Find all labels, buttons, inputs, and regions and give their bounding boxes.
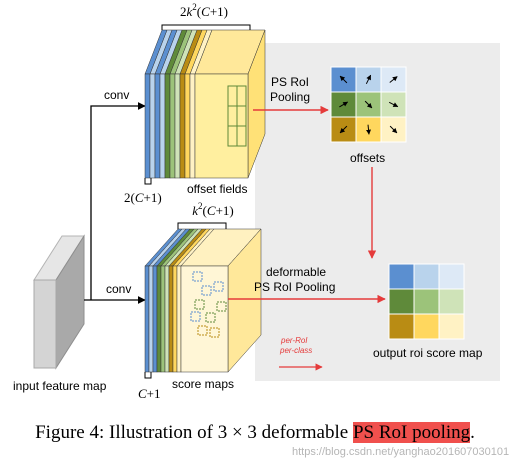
offset-fields-stack xyxy=(144,29,266,179)
offset-bottom-bracket xyxy=(144,178,152,185)
output-cell-2-1 xyxy=(413,313,440,340)
score-block-front xyxy=(180,265,229,373)
score-slab-3 xyxy=(156,265,162,373)
ps-roi-pooling-label-line1: PS RoI xyxy=(271,75,309,89)
offset-slab-9 xyxy=(189,73,196,179)
score-slab-4 xyxy=(160,265,166,373)
input-feature-map-block xyxy=(33,234,85,370)
offset-arrow-1-1 xyxy=(364,100,373,109)
score-maps-label: score maps xyxy=(172,377,234,391)
score-maps-stack xyxy=(144,228,262,373)
score-slab-2 xyxy=(152,265,158,373)
score-slab-1 xyxy=(148,265,154,373)
score-slab-7 xyxy=(172,265,178,373)
score-maps-bottom-dimension: C+1 xyxy=(138,386,161,401)
output-cell-1-0 xyxy=(388,288,415,315)
deformable-label-line2: PS RoI Pooling xyxy=(254,280,335,294)
legend-per-class: per-class xyxy=(279,346,312,355)
offset-slab-7 xyxy=(179,73,186,179)
offset-roi-mesh xyxy=(227,85,247,147)
offset-slab-8 xyxy=(184,73,191,179)
score-slab-6 xyxy=(168,265,174,373)
offset-arrow-1-0 xyxy=(339,101,349,108)
offset-slab-1 xyxy=(149,73,156,179)
offset-arrow-0-2 xyxy=(389,76,398,83)
caption-highlight: PS RoI pooling xyxy=(352,422,471,443)
offsets-label: offsets xyxy=(350,151,385,165)
output-cell-1-2 xyxy=(438,288,465,315)
offset-arrow-2-0 xyxy=(339,125,348,134)
output-cell-2-2 xyxy=(438,313,465,340)
conv-top-label: conv xyxy=(104,88,129,102)
figure-caption: Figure 4: Illustration of 3 × 3 deformab… xyxy=(0,422,510,444)
offset-arrow-0-0 xyxy=(339,75,348,84)
conv-arrow-top xyxy=(90,102,146,300)
output-cell-0-1 xyxy=(413,263,440,290)
score-slab-5 xyxy=(164,265,170,373)
score-sampling-cells xyxy=(190,271,227,338)
offset-top-bracket xyxy=(161,24,251,30)
offset-slab-5 xyxy=(169,73,176,179)
offsets-grid xyxy=(330,66,407,143)
score-slab-8 xyxy=(176,265,182,373)
caption-prefix: Figure 4: Illustration of 3 × 3 deformab… xyxy=(35,422,353,443)
offset-arrow-0-1 xyxy=(365,74,372,85)
offset-arrow-2-1 xyxy=(366,124,372,135)
conv-bottom-label: conv xyxy=(106,282,131,296)
watermark: https://blog.csdn.net/yanghao20160703010… xyxy=(292,446,510,458)
output-cell-2-0 xyxy=(388,313,415,340)
output-cell-1-1 xyxy=(413,288,440,315)
offset-slab-3 xyxy=(159,73,166,179)
score-slab-0 xyxy=(144,265,150,373)
offset-fields-bottom-dimension: 2(C+1) xyxy=(124,190,162,205)
offset-slab-6 xyxy=(174,73,181,179)
offset-fields-label: offset fields xyxy=(187,182,247,196)
output-roi-score-map-grid xyxy=(388,263,465,340)
offset-arrow-1-2 xyxy=(388,101,399,108)
output-cell-0-0 xyxy=(388,263,415,290)
offset-slab-0 xyxy=(144,73,151,179)
caption-suffix: . xyxy=(470,422,475,443)
ps-roi-pooling-label-line2: Pooling xyxy=(270,90,310,104)
score-bottom-bracket xyxy=(144,372,152,379)
legend-per-roi: per-RoI xyxy=(280,336,308,345)
offset-arrow-2-2 xyxy=(389,125,398,134)
offset-slab-2 xyxy=(154,73,161,179)
output-roi-score-map-label: output roi score map xyxy=(373,346,483,360)
deformable-ps-roi-pooling-diagram: input feature map conv conv 2k2(C+1) 2(C… xyxy=(13,2,500,401)
score-maps-top-dimension: k2(C+1) xyxy=(192,201,233,218)
deformable-label-line1: deformable xyxy=(266,265,326,279)
input-feature-map-label: input feature map xyxy=(13,379,107,393)
offset-fields-top-dimension: 2k2(C+1) xyxy=(180,2,228,19)
output-cell-0-2 xyxy=(438,263,465,290)
offset-slab-4 xyxy=(164,73,171,179)
score-top-bracket xyxy=(177,222,227,229)
